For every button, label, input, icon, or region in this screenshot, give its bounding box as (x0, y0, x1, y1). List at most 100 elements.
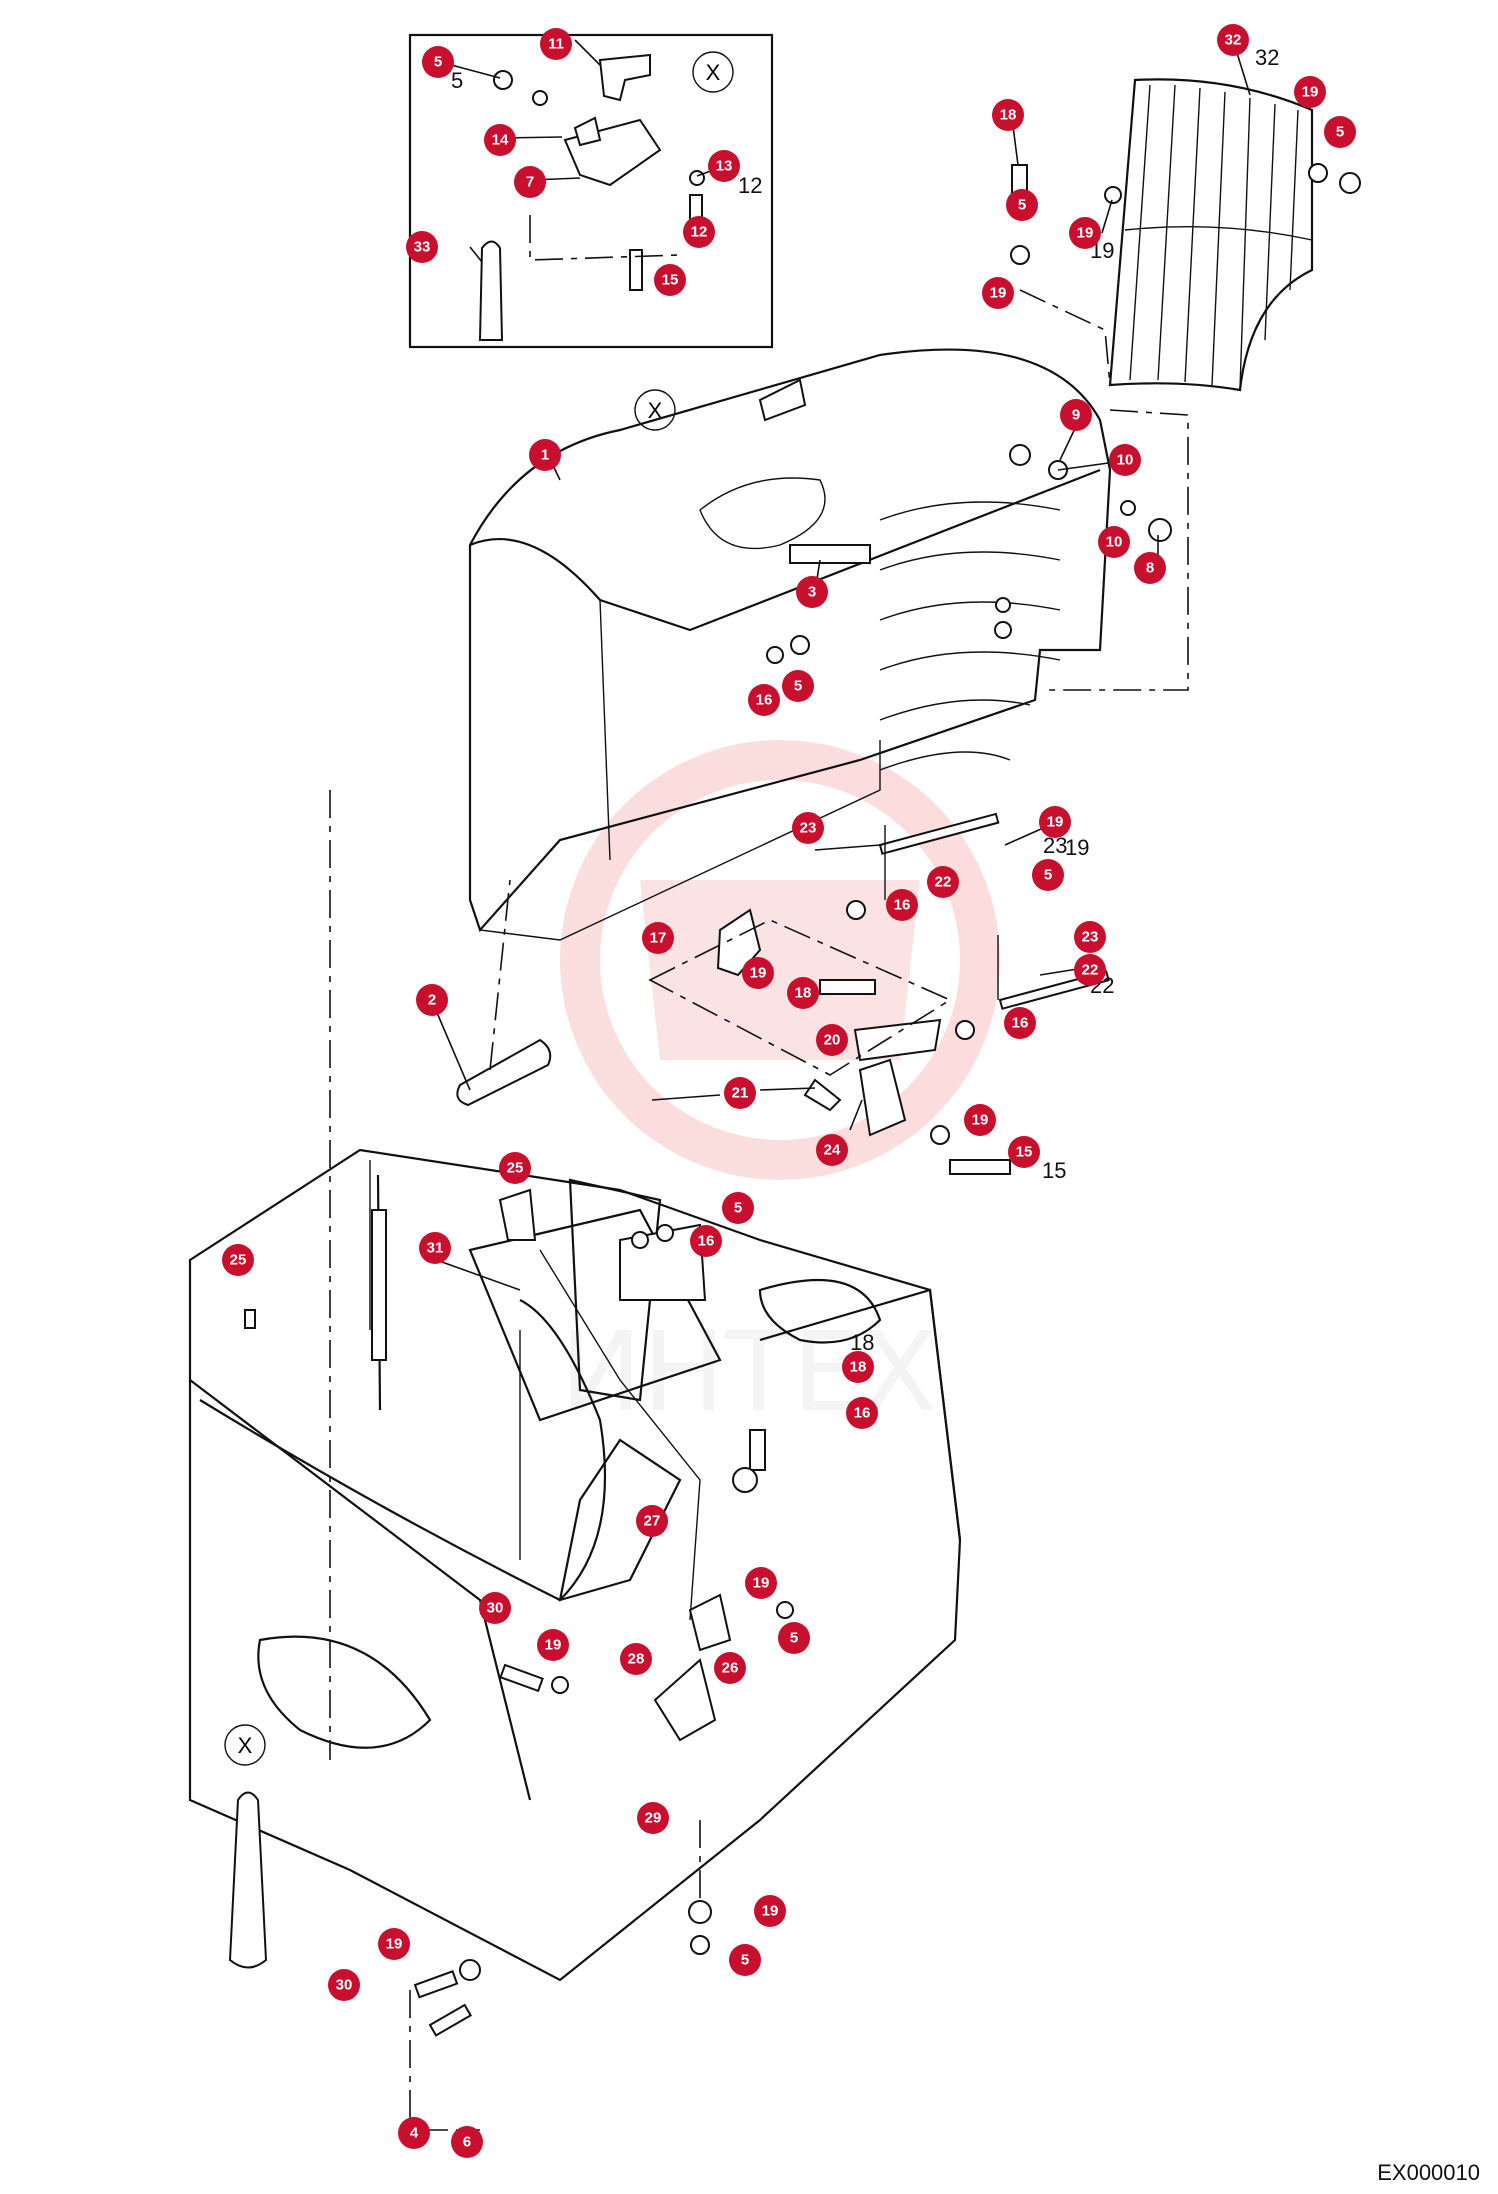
detail-x-marker: X (692, 51, 734, 93)
callout-10: 10 (1098, 526, 1130, 558)
callout-badge (1004, 1007, 1036, 1039)
callout-16: 16 (1004, 1007, 1036, 1039)
callout-badge (964, 1104, 996, 1136)
callout-18: 18 (992, 99, 1024, 131)
callout-number: 24 (824, 1142, 841, 1159)
callout-26: 26 (714, 1652, 746, 1684)
callout-4: 4 (398, 2117, 430, 2149)
callout-number: 23 (800, 820, 817, 837)
callout-9: 9 (1060, 399, 1092, 431)
callout-number: 16 (698, 1233, 715, 1250)
callout-number: 17 (650, 930, 667, 947)
svg-text:X: X (238, 1733, 253, 1758)
svg-text:X: X (648, 398, 663, 423)
callout-2: 2 (416, 984, 448, 1016)
callout-number: 19 (386, 1936, 403, 1953)
callout-badge (1039, 806, 1071, 838)
callout-badge (1060, 399, 1092, 431)
callout-19: 19 (754, 1895, 786, 1927)
callout-badge (742, 957, 774, 989)
callout-5: 5 (782, 670, 814, 702)
callout-number: 16 (756, 692, 773, 709)
watermark-text: ИНТЕХ (560, 1308, 937, 1436)
callout-21: 21 (724, 1077, 756, 1109)
callout-badge (1109, 444, 1141, 476)
callout-badge (398, 2117, 430, 2149)
callout-number: 11 (548, 36, 564, 53)
callout-number: 2 (428, 992, 436, 1009)
callout-5: 5 (1006, 189, 1038, 221)
callout-number: 4 (410, 2125, 419, 2142)
callout-number: 10 (1106, 534, 1123, 551)
callout-5: 5 (1032, 859, 1064, 891)
callout-badge (514, 166, 546, 198)
callout-19: 19 (742, 957, 774, 989)
callout-15: 15 (1008, 1136, 1040, 1168)
callout-badge (499, 1152, 531, 1184)
callout-30: 30 (328, 1969, 360, 2001)
callout-badge (1217, 24, 1249, 56)
callout-23: 23 (1074, 921, 1106, 953)
callout-19: 19 (1069, 217, 1101, 249)
callout-badge (1294, 76, 1326, 108)
svg-text:19: 19 (1065, 835, 1089, 860)
callout-14: 14 (484, 124, 516, 156)
callout-22: 22 (1074, 954, 1106, 986)
callout-badge (796, 576, 828, 608)
callout-23: 23 (792, 812, 824, 844)
callout-6: 6 (451, 2126, 483, 2158)
callout-number: 10 (1117, 452, 1134, 469)
callout-number: 19 (1302, 84, 1319, 101)
callout-badge (537, 1629, 569, 1661)
callout-badge (1074, 954, 1106, 986)
callout-badge (722, 1192, 754, 1224)
callout-19: 19 (378, 1928, 410, 1960)
callout-badge (690, 1225, 722, 1257)
callout-10: 10 (1109, 444, 1141, 476)
callout-number: 13 (716, 158, 733, 175)
callout-badge (927, 866, 959, 898)
callout-number: 21 (732, 1085, 749, 1102)
bottom-view-marker: X (224, 1724, 266, 1766)
callout-12: 12 (683, 216, 715, 248)
callout-number: 12 (691, 224, 708, 241)
callout-badge (378, 1928, 410, 1960)
callout-number: 5 (434, 54, 442, 71)
callout-number: 5 (1336, 124, 1344, 141)
callout-badge (1098, 526, 1130, 558)
callout-number: 30 (336, 1977, 353, 1994)
callout-number: 16 (854, 1405, 871, 1422)
svg-text:5: 5 (451, 68, 463, 93)
callout-badge (1069, 217, 1101, 249)
callout-badge (642, 922, 674, 954)
callout-badge (416, 984, 448, 1016)
callout-5: 5 (729, 1944, 761, 1976)
callout-29: 29 (637, 1802, 669, 1834)
callout-33: 33 (406, 231, 438, 263)
svg-text:15: 15 (1042, 1158, 1066, 1183)
callout-number: 16 (894, 897, 911, 914)
callout-badge (328, 1969, 360, 2001)
callout-number: 18 (795, 985, 812, 1002)
callout-number: 6 (463, 2134, 471, 2151)
callout-badge (886, 889, 918, 921)
svg-text:18: 18 (850, 1330, 874, 1355)
callout-badge (620, 1643, 652, 1675)
callout-badge (529, 439, 561, 471)
callout-badge (745, 1567, 777, 1599)
callout-5: 5 (422, 46, 454, 78)
callout-25: 25 (222, 1244, 254, 1276)
watermark-logo: ИНТЕХ (560, 740, 1000, 1436)
callout-badge (778, 1622, 810, 1654)
callout-number: 19 (972, 1112, 989, 1129)
callout-badge (406, 231, 438, 263)
callout-badge (637, 1802, 669, 1834)
detail-x-inset (408, 33, 774, 349)
drawing-code: EX000010 (1377, 2160, 1480, 2185)
callout-25: 25 (499, 1152, 531, 1184)
callout-badge (222, 1244, 254, 1276)
callout-31: 31 (419, 1232, 451, 1264)
callout-number: 8 (1146, 560, 1154, 577)
callout-number: 22 (1082, 962, 1099, 979)
